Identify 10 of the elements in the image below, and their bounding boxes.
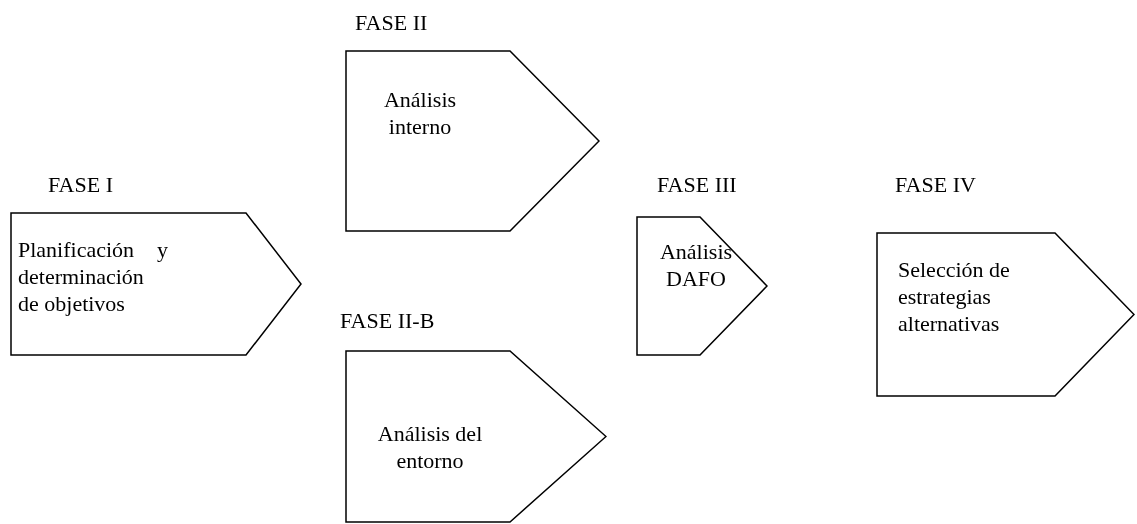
phase-heading: FASE II <box>355 12 428 34</box>
phase-description: Planificación y determinación de objetivos <box>18 236 168 317</box>
phase-heading: FASE I <box>48 174 113 196</box>
phase-heading: FASE II-B <box>340 310 435 332</box>
phase-heading: FASE IV <box>895 174 976 196</box>
phase-description: Análisis interno <box>382 86 458 140</box>
phase-description: Análisis del entorno <box>376 420 484 474</box>
phase-description: Análisis DAFO <box>658 238 734 292</box>
phase-heading: FASE III <box>657 174 737 196</box>
phase-description: Selección de estrategias alternativas <box>898 256 1011 337</box>
